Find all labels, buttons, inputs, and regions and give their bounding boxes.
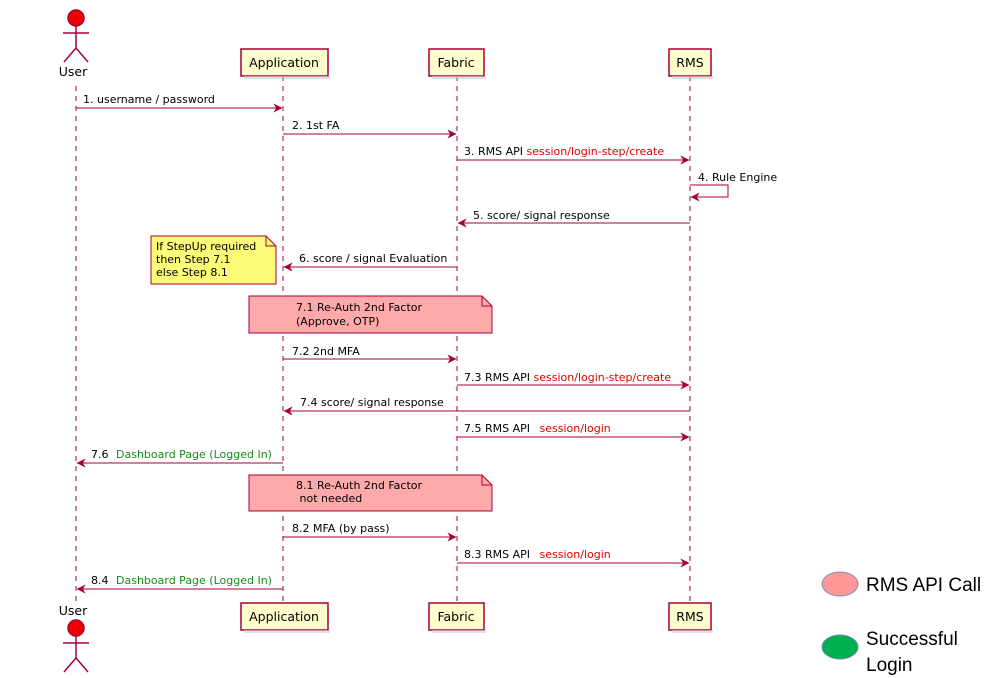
message-1-label: 1. username / password — [83, 93, 215, 106]
legend-success-swatch — [821, 634, 859, 660]
message-8-2: 8.2 MFA (by pass) — [283, 522, 457, 542]
participant-application-top[interactable]: Application — [240, 48, 330, 79]
svg-text:8.4 Dashboard Page (Logged In): 8.4 Dashboard Page (Logged In) — [91, 574, 272, 587]
svg-text:7.5 RMS API session/login: 7.5 RMS API session/login — [464, 422, 611, 435]
svg-text:8.3 RMS API session/login: 8.3 RMS API session/login — [464, 548, 611, 561]
participant-fabric-bottom[interactable]: Fabric — [428, 602, 486, 633]
participant-rms-bottom[interactable]: RMS — [668, 602, 713, 633]
svg-text:7.6 Dashboard Page (Logged In): 7.6 Dashboard Page (Logged In) — [91, 448, 272, 461]
participant-rms-top-label: RMS — [676, 55, 703, 70]
participant-fabric-bottom-label: Fabric — [437, 609, 474, 624]
message-8-4: 8.4 Dashboard Page (Logged In) — [76, 574, 283, 594]
actor-head-icon — [67, 9, 85, 27]
participant-fabric-top[interactable]: Fabric — [428, 48, 486, 79]
legend-rms-api-swatch — [821, 571, 859, 597]
message-7-4-label: 7.4 score/ signal response — [300, 396, 444, 409]
participant-rms-top[interactable]: RMS — [668, 48, 713, 79]
participant-rms-bottom-label: RMS — [676, 609, 703, 624]
message-8-3: 8.3 RMS API session/login — [457, 548, 690, 568]
legend-rms-api-label: RMS API Call — [866, 575, 981, 596]
message-7-6: 7.6 Dashboard Page (Logged In) — [76, 448, 283, 468]
message-2-label: 2. 1st FA — [292, 119, 340, 132]
message-5: 5. score/ signal response — [457, 209, 690, 228]
note-reauth-71-line1: 7.1 Re-Auth 2nd Factor — [296, 301, 423, 314]
note-stepup-line1: If StepUp required — [156, 240, 256, 253]
message-7-2: 7.2 2nd MFA — [283, 345, 457, 364]
message-4: 4. Rule Engine — [690, 171, 777, 202]
note-stepup: If StepUp required then Step 7.1 else St… — [150, 235, 277, 285]
message-8-3-endpoint: session/login — [540, 548, 611, 561]
legend-success-label-line2: Login — [866, 655, 913, 676]
note-reauth-81-line2: not needed — [296, 492, 362, 505]
message-7-4: 7.4 score/ signal response — [283, 396, 690, 416]
message-7-2-label: 7.2 2nd MFA — [292, 345, 360, 358]
participant-application-bottom-label: Application — [249, 609, 319, 624]
message-7-3-label: 7.3 RMS API — [464, 371, 534, 384]
message-7-5-endpoint: session/login — [540, 422, 611, 435]
message-8-3-label: 8.3 RMS API — [464, 548, 534, 561]
message-7-5-label: 7.5 RMS API — [464, 422, 534, 435]
lifelines — [75, 76, 691, 603]
message-5-label: 5. score/ signal response — [473, 209, 610, 222]
svg-text:7.3 RMS API session/login-step: 7.3 RMS API session/login-step/create — [464, 371, 671, 384]
message-3-endpoint: session/login-step/create — [527, 145, 665, 158]
note-stepup-line3: else Step 8.1 — [156, 266, 228, 279]
svg-text:3. RMS API session/login-step/: 3. RMS API session/login-step/create — [464, 145, 664, 158]
note-reauth-71-line2: (Approve, OTP) — [296, 315, 379, 328]
note-reauth-81-line1: 8.1 Re-Auth 2nd Factor — [296, 479, 423, 492]
actor-head-icon — [67, 619, 85, 637]
message-7-3: 7.3 RMS API session/login-step/create — [457, 371, 690, 390]
legend: RMS API Call Successful Login — [821, 571, 981, 676]
message-2: 2. 1st FA — [283, 119, 457, 139]
message-8-4-label: 8.4 — [91, 574, 112, 587]
message-3-label: 3. RMS API — [464, 145, 527, 158]
message-7-5: 7.5 RMS API session/login — [457, 422, 690, 442]
actor-user-bottom-label: User — [59, 603, 88, 618]
participant-fabric-top-label: Fabric — [437, 55, 474, 70]
message-7-3-endpoint: session/login-step/create — [534, 371, 672, 384]
note-reauth-71: 7.1 Re-Auth 2nd Factor (Approve, OTP) — [248, 295, 493, 334]
message-7-6-text: Dashboard Page (Logged In) — [116, 448, 272, 461]
message-7-6-label: 7.6 — [91, 448, 112, 461]
message-6: 6. score / signal Evaluation — [283, 252, 457, 272]
message-4-label: 4. Rule Engine — [698, 171, 777, 184]
participant-application-bottom[interactable]: Application — [240, 602, 330, 633]
actor-user-top-label: User — [59, 64, 88, 79]
participant-application-top-label: Application — [249, 55, 319, 70]
message-8-4-text: Dashboard Page (Logged In) — [116, 574, 272, 587]
message-6-label: 6. score / signal Evaluation — [299, 252, 447, 265]
actor-user-bottom[interactable] — [63, 619, 89, 673]
message-1: 1. username / password — [76, 93, 283, 113]
legend-success-label-line1: Successful — [866, 629, 958, 650]
message-8-2-label: 8.2 MFA (by pass) — [292, 522, 390, 535]
note-reauth-81: 8.1 Re-Auth 2nd Factor not needed — [248, 474, 493, 512]
actor-user-top[interactable] — [63, 9, 89, 63]
note-stepup-line2: then Step 7.1 — [156, 253, 231, 266]
message-3: 3. RMS API session/login-step/create — [457, 145, 690, 165]
